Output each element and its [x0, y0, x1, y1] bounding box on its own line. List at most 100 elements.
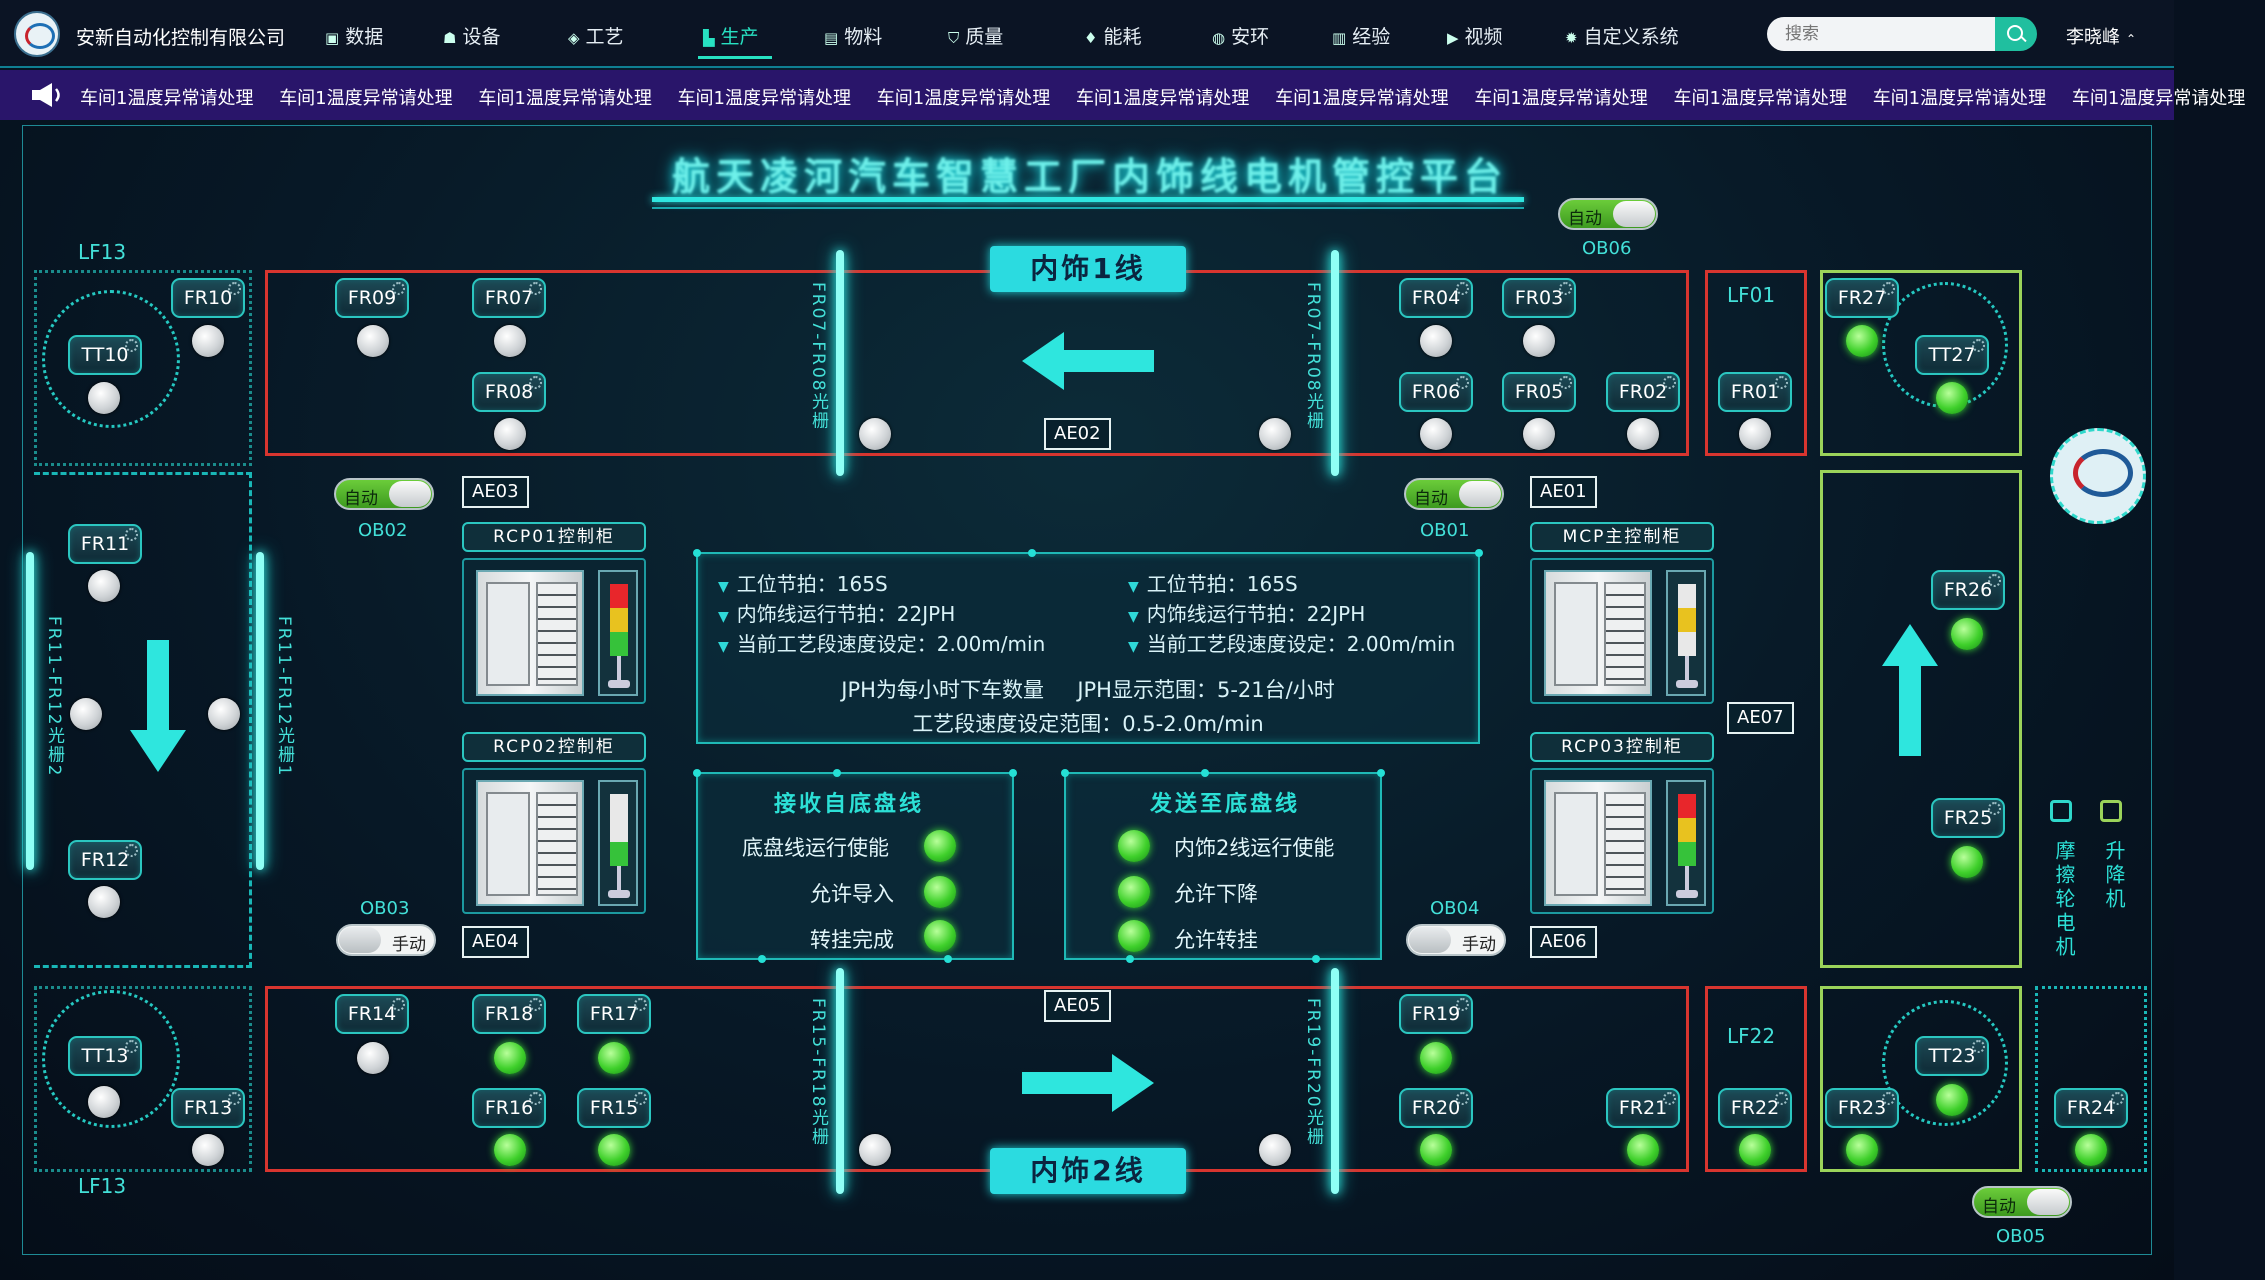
nav-device[interactable]: ☗设备 [443, 26, 501, 48]
ob01-mode-toggle[interactable]: 自动 [1404, 478, 1504, 510]
node-fr17[interactable]: FR17 [577, 994, 651, 1034]
node-fr23[interactable]: FR23 [1825, 1088, 1899, 1128]
node-tt23[interactable]: TT23 [1915, 1036, 1989, 1076]
nav-production[interactable]: ▙生产 [703, 26, 759, 48]
nav-material[interactable]: ▤物料 [824, 26, 883, 48]
tag-ae01[interactable]: AE01 [1530, 476, 1597, 508]
status-lamp-fr09 [357, 325, 389, 357]
ob05-mode-toggle[interactable]: 自动 [1972, 1186, 2072, 1218]
node-tt13[interactable]: TT13 [68, 1036, 142, 1076]
ob03-mode-toggle[interactable]: 手动 [336, 924, 436, 956]
tag-ae06[interactable]: AE06 [1530, 926, 1597, 958]
cabinet-rcp01[interactable] [462, 558, 646, 704]
light-curtain-label: FR11-FR12光栅2 [44, 616, 64, 778]
node-fr25[interactable]: FR25 [1931, 798, 2005, 838]
nav-video[interactable]: ▶视频 [1447, 26, 1503, 48]
nav-active-indicator [698, 56, 772, 59]
node-fr16[interactable]: FR16 [472, 1088, 546, 1128]
ticker-item[interactable]: 车间1温度异常请处理 [1872, 88, 2047, 109]
node-fr19[interactable]: FR19 [1399, 994, 1473, 1034]
nav-experience[interactable]: ▥经验 [1332, 26, 1391, 48]
node-fr07[interactable]: FR07 [472, 278, 546, 318]
node-fr10[interactable]: FR10 [171, 278, 245, 318]
cabinet-mcp[interactable] [1530, 558, 1714, 704]
cabinet-title: RCP01控制柜 [462, 522, 646, 552]
status-lamp-fr04 [1420, 325, 1452, 357]
ob-label: OB03 [360, 898, 410, 919]
nav-data[interactable]: ▣数据 [325, 26, 384, 48]
node-fr21[interactable]: FR21 [1606, 1088, 1680, 1128]
node-fr26[interactable]: FR26 [1931, 570, 2005, 610]
ticker-item[interactable]: 车间1温度异常请处理 [80, 88, 254, 109]
node-fr12[interactable]: FR12 [68, 840, 142, 880]
info-line: ▼工位节拍：165S [718, 572, 888, 596]
node-fr06[interactable]: FR06 [1399, 372, 1473, 412]
node-fr01[interactable]: FR01 [1718, 372, 1792, 412]
node-tt10[interactable]: TT10 [68, 335, 142, 375]
status-lamp-fr25 [1951, 846, 1983, 878]
ticker-item[interactable]: 车间1温度异常请处理 [1275, 88, 1449, 109]
receive-signal-lamp [924, 920, 956, 952]
nav-safety[interactable]: ◍安环 [1212, 26, 1270, 48]
node-fr14[interactable]: FR14 [335, 994, 409, 1034]
tag-ae05[interactable]: AE05 [1044, 990, 1111, 1022]
node-fr13[interactable]: FR13 [171, 1088, 245, 1128]
ticker-item[interactable]: 车间1温度异常请处理 [677, 88, 852, 109]
title-underline-thin [652, 207, 1524, 209]
ob06-mode-toggle[interactable]: 自动 [1558, 198, 1658, 230]
node-fr24[interactable]: FR24 [2054, 1088, 2128, 1128]
fr24-zone [2035, 986, 2147, 1172]
nav-quality[interactable]: ⛉质量 [948, 26, 1004, 48]
ticker-item[interactable]: 车间1温度异常请处理 [1474, 88, 1648, 109]
ticker-item[interactable]: 车间1温度异常请处理 [279, 88, 453, 109]
send-panel: 发送至底盘线 内饰2线运行使能 允许下降 允许转挂 [1061, 769, 1385, 963]
ticker-item[interactable]: 车间1温度异常请处理 [2071, 88, 2246, 109]
material-icon: ▤ [824, 29, 839, 47]
ticker-item[interactable]: 车间1温度异常请处理 [1075, 88, 1250, 109]
control-cabinet-image [1544, 780, 1652, 906]
node-fr09[interactable]: FR09 [335, 278, 409, 318]
user-menu[interactable]: 李晓峰⌃ [2066, 27, 2137, 48]
cabinet-rcp03[interactable] [1530, 768, 1714, 914]
node-fr02[interactable]: FR02 [1606, 372, 1680, 412]
node-fr27[interactable]: FR27 [1825, 278, 1899, 318]
signal-green [610, 842, 628, 866]
status-lamp-fr12 [88, 886, 120, 918]
ticker-item[interactable]: 车间1温度异常请处理 [876, 88, 1051, 109]
cabinet-rcp02[interactable] [462, 768, 646, 914]
search-input[interactable] [1767, 17, 1995, 51]
node-tt27[interactable]: TT27 [1915, 335, 1989, 375]
node-fr08[interactable]: FR08 [472, 372, 546, 412]
left-transfer-zone [34, 472, 252, 968]
node-fr15[interactable]: FR15 [577, 1088, 651, 1128]
caret-down-icon: ▼ [1128, 609, 1139, 625]
node-fr11[interactable]: FR11 [68, 524, 142, 564]
node-fr03[interactable]: FR03 [1502, 278, 1576, 318]
nav-energy[interactable]: ♦能耗 [1084, 26, 1142, 48]
tag-ae02[interactable]: AE02 [1044, 418, 1111, 450]
ticker-item[interactable]: 车间1温度异常请处理 [1673, 88, 1847, 109]
node-fr04[interactable]: FR04 [1399, 278, 1473, 318]
tag-ae07[interactable]: AE07 [1727, 702, 1794, 734]
dashboard-page: 安新自动化控制有限公司 ▣数据 ☗设备 ◈工艺 ▙生产 ▤物料 ⛉质量 ♦能耗 … [0, 0, 2174, 1280]
nav-custom-system[interactable]: ✹自定义系统 [1565, 26, 1679, 48]
friction-motor-legend-icon [2050, 800, 2072, 822]
search-button[interactable] [1995, 17, 2037, 51]
ob04-mode-toggle[interactable]: 手动 [1406, 924, 1506, 956]
send-signal-label: 内饰2线运行使能 [1174, 836, 1335, 860]
status-lamp-fr20 [1420, 1134, 1452, 1166]
ticker-item[interactable]: 车间1温度异常请处理 [478, 88, 652, 109]
light-curtain-label: FR07-FR08光栅 [1303, 282, 1323, 431]
nav-process[interactable]: ◈工艺 [568, 26, 624, 48]
node-fr05[interactable]: FR05 [1502, 372, 1576, 412]
info-line: ▼当前工艺段速度设定：2.00m/min [718, 632, 1046, 656]
node-fr22[interactable]: FR22 [1718, 1088, 1792, 1128]
node-fr20[interactable]: FR20 [1399, 1088, 1473, 1128]
status-lamp-fr13 [192, 1134, 224, 1166]
status-lamp-fr06 [1420, 418, 1452, 450]
tag-ae03[interactable]: AE03 [462, 476, 529, 508]
tag-ae04[interactable]: AE04 [462, 926, 529, 958]
process-icon: ◈ [568, 29, 580, 47]
ob02-mode-toggle[interactable]: 自动 [334, 478, 434, 510]
node-fr18[interactable]: FR18 [472, 994, 546, 1034]
